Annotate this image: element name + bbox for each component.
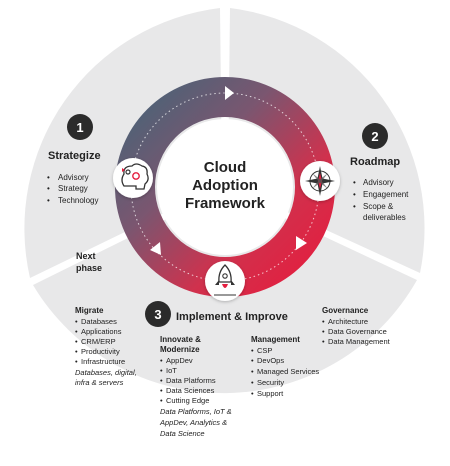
management-bullet-4: • — [251, 378, 254, 387]
governance-item-1: Architecture — [328, 317, 368, 326]
innovate-note-line1: Data Platforms, IoT & — [160, 407, 232, 416]
innovate-bullet-4: • — [160, 386, 163, 395]
migrate-item-4: Productivity — [81, 347, 120, 356]
roadmap-bullet-2: • — [353, 190, 356, 199]
compass-rose-icon — [300, 161, 340, 201]
badge-2: 2 — [362, 123, 388, 149]
migrate-bullet-2: • — [75, 327, 78, 336]
arrow-top — [225, 86, 234, 100]
management-item-2: DevOps — [257, 356, 284, 365]
innovate-item-2: IoT — [166, 366, 177, 375]
sector-strategize — [24, 8, 222, 278]
badge-3: 3 — [145, 301, 171, 327]
center-title-line2: Adoption — [192, 177, 258, 194]
strategize-item-2: Strategy — [58, 184, 88, 193]
management-item-3: Managed Services — [257, 367, 319, 376]
management-bullet-2: • — [251, 356, 254, 365]
migrate-item-1: Databases — [81, 317, 117, 326]
migrate-item-3: CRM/ERP — [81, 337, 116, 346]
innovate-note-line3: Data Science — [160, 429, 205, 438]
innovate-item-5: Cutting Edge — [166, 396, 209, 405]
migrate-note-line1: Databases, digital, — [75, 368, 137, 377]
innovate-title-line2: Modernize — [160, 345, 200, 354]
brain-gears-icon — [113, 158, 153, 198]
migrate-item-2: Applications — [81, 327, 122, 336]
governance-bullet-2: • — [322, 327, 325, 336]
badge-3-label: 3 — [154, 307, 161, 322]
management-bullet-5: • — [251, 389, 254, 398]
innovate-title-line1: Innovate & — [160, 335, 201, 344]
next-phase-line1: Next — [76, 251, 96, 261]
strategize-item-1: Advisory — [58, 173, 89, 182]
roadmap-item-4: deliverables — [363, 213, 406, 222]
innovate-bullet-5: • — [160, 396, 163, 405]
management-bullet-3: • — [251, 367, 254, 376]
next-phase-line2: phase — [76, 263, 102, 273]
migrate-bullet-3: • — [75, 337, 78, 346]
arrow-left — [150, 242, 161, 255]
migrate-bullet-4: • — [75, 347, 78, 356]
governance-title: Governance — [322, 306, 369, 315]
governance-bullet-3: • — [322, 337, 325, 346]
roadmap-title: Roadmap — [350, 156, 400, 168]
management-item-1: CSP — [257, 346, 272, 355]
strategize-bullet-1: • — [47, 173, 50, 182]
roadmap-bullet-3: • — [353, 202, 356, 211]
rocket-icon — [205, 261, 245, 301]
management-item-4: Security — [257, 378, 284, 387]
strategize-title: Strategize — [48, 150, 101, 162]
roadmap-bullet-1: • — [353, 178, 356, 187]
center-title-line3: Framework — [185, 195, 266, 212]
migrate-item-5: Infrastructure — [81, 357, 125, 366]
badge-1-label: 1 — [76, 120, 83, 135]
migrate-title: Migrate — [75, 306, 104, 315]
innovate-bullet-2: • — [160, 366, 163, 375]
innovate-bullet-3: • — [160, 376, 163, 385]
center-title-line1: Cloud — [204, 159, 247, 176]
center-circle — [157, 119, 293, 255]
innovate-item-1: AppDev — [166, 356, 193, 365]
migrate-bullet-5: • — [75, 357, 78, 366]
roadmap-item-1: Advisory — [363, 178, 394, 187]
migrate-bullet-1: • — [75, 317, 78, 326]
strategize-bullet-2: • — [47, 184, 50, 193]
governance-item-3: Data Management — [328, 337, 391, 346]
arrow-right — [296, 236, 307, 250]
roadmap-item-3: Scope & — [363, 202, 394, 211]
innovate-item-3: Data Platforms — [166, 376, 216, 385]
badge-1: 1 — [67, 114, 93, 140]
innovate-bullet-1: • — [160, 356, 163, 365]
governance-bullet-1: • — [322, 317, 325, 326]
roadmap-item-2: Engagement — [363, 190, 409, 199]
badge-2-label: 2 — [371, 129, 378, 144]
implement-title: Implement & Improve — [176, 311, 288, 323]
management-bullet-1: • — [251, 346, 254, 355]
management-item-5: Support — [257, 389, 284, 398]
innovate-note-line2: AppDev, Analytics & — [159, 418, 227, 427]
strategize-item-3: Technology — [58, 196, 98, 205]
strategize-bullet-3: • — [47, 196, 50, 205]
management-title: Management — [251, 335, 300, 344]
governance-item-2: Data Governance — [328, 327, 387, 336]
migrate-note-line2: infra & servers — [75, 378, 124, 387]
innovate-item-4: Data Sciences — [166, 386, 215, 395]
